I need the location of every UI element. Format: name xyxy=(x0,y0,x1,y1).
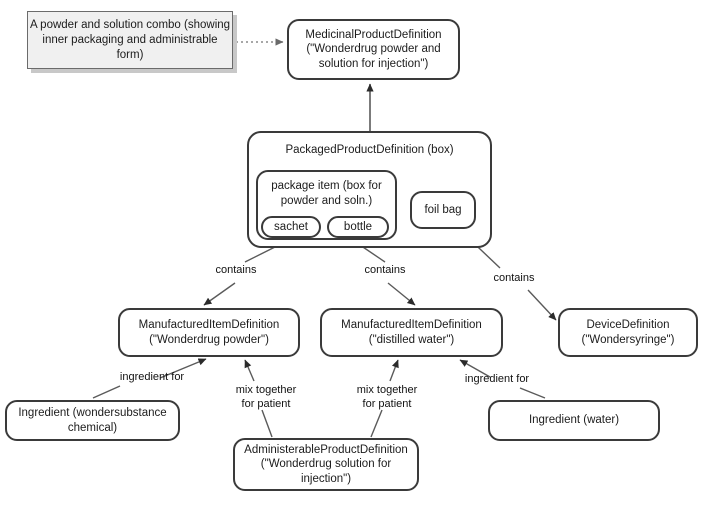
edge-label-contains-water: contains xyxy=(364,264,406,276)
node-medicinal-product-definition[interactable]: MedicinalProductDefinition ("Wonderdrug … xyxy=(287,19,460,80)
node-sachet[interactable]: sachet xyxy=(261,216,321,238)
edge-label-contains-device: contains xyxy=(493,272,535,284)
bottle-label: bottle xyxy=(343,220,373,233)
package-item-label: package item (box for powder and soln.) xyxy=(271,180,382,207)
edge-label-mix-water: mix together for patient xyxy=(356,384,418,410)
node-label: AdministerableProductDefinition ("Wonder… xyxy=(244,443,408,485)
edge-label-mix-powder: mix together for patient xyxy=(235,384,297,410)
node-device-definition[interactable]: DeviceDefinition ("Wondersyringe") xyxy=(558,308,698,357)
packaged-product-title: PackagedProductDefinition (box) xyxy=(285,144,454,156)
foil-bag-label: foil bag xyxy=(424,203,462,216)
note-powder-solution-combo: A powder and solution combo (showing inn… xyxy=(27,11,233,69)
edge-ingredient-for-powder xyxy=(92,385,121,399)
edge-label-ingredient-for-water: ingredient for xyxy=(464,373,530,385)
edge-label-contains-powder: contains xyxy=(215,264,257,276)
node-manufactured-item-water[interactable]: ManufacturedItemDefinition ("distilled w… xyxy=(320,308,503,357)
node-bottle[interactable]: bottle xyxy=(327,216,389,238)
node-label: Ingredient (wondersubstance chemical) xyxy=(18,407,167,434)
node-label: MedicinalProductDefinition ("Wonderdrug … xyxy=(305,28,442,70)
node-foil-bag[interactable]: foil bag xyxy=(410,191,476,229)
edge-ingredient-for-water xyxy=(519,387,546,399)
node-administerable-product-definition[interactable]: AdministerableProductDefinition ("Wonder… xyxy=(233,438,419,491)
edge-label-ingredient-for-powder: ingredient for xyxy=(119,371,185,383)
node-ingredient-wondersubstance[interactable]: Ingredient (wondersubstance chemical) xyxy=(5,400,180,441)
edge-mix-powder xyxy=(261,409,273,438)
edge-mix-water xyxy=(370,409,383,438)
node-label: ManufacturedItemDefinition ("distilled w… xyxy=(341,319,482,346)
node-label: DeviceDefinition ("Wondersyringe") xyxy=(581,319,675,346)
note-text: A powder and solution combo (showing inn… xyxy=(29,18,231,61)
node-manufactured-item-powder[interactable]: ManufacturedItemDefinition ("Wonderdrug … xyxy=(118,308,300,357)
node-label: Ingredient (water) xyxy=(528,414,620,427)
node-label: ManufacturedItemDefinition ("Wonderdrug … xyxy=(138,319,280,346)
node-ingredient-water[interactable]: Ingredient (water) xyxy=(488,400,660,441)
sachet-label: sachet xyxy=(274,220,308,233)
